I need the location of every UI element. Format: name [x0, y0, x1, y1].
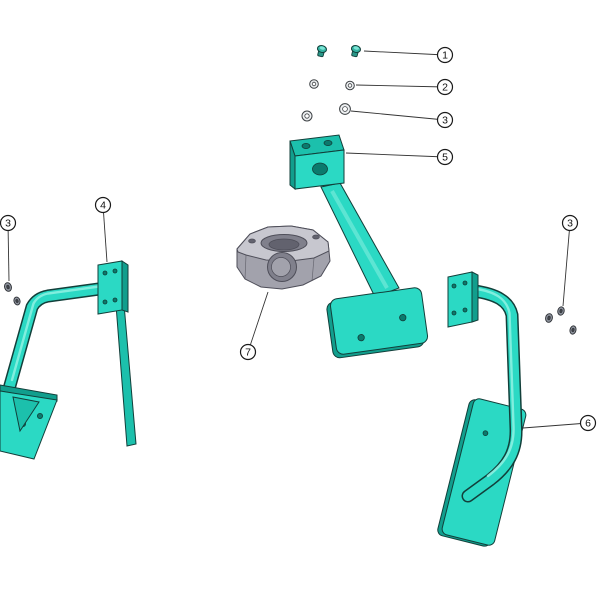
mounting-hole [451, 283, 457, 289]
callout-balloon[interactable] [239, 343, 257, 361]
bracket-pivot-hole [312, 162, 328, 176]
block-edge-line [311, 257, 315, 282]
callout-3[interactable]: 3 [561, 214, 579, 307]
callout-3[interactable]: 3 [350, 110, 454, 129]
washer-hole [559, 308, 563, 314]
mounting-plate [447, 271, 473, 328]
leader-line [102, 204, 108, 263]
callout-number: 7 [245, 347, 251, 359]
callout-number: 1 [442, 50, 448, 62]
callout-balloon[interactable] [436, 78, 454, 96]
callout-2[interactable]: 2 [355, 78, 454, 96]
leader-line [7, 222, 10, 282]
callout-number: 2 [442, 82, 448, 94]
screw-icon [316, 45, 328, 58]
support-block [236, 225, 331, 290]
leader-line [562, 222, 571, 307]
leader-line [522, 422, 589, 429]
block-lug-hole [248, 238, 256, 244]
washer-trio-right [545, 306, 577, 335]
mounting-hole [462, 307, 468, 313]
block-front-recess-inner [271, 257, 291, 277]
washer-small-pair [309, 79, 355, 91]
block-lug-hole [312, 234, 320, 240]
mounting-hole [451, 310, 457, 316]
callout-6[interactable]: 6 [522, 414, 597, 432]
callout-1[interactable]: 1 [363, 46, 454, 64]
washer-hole [6, 284, 10, 290]
callout-balloon[interactable] [436, 148, 454, 166]
callout-number: 4 [100, 200, 106, 212]
mounting-hole [112, 297, 118, 303]
callout-balloon[interactable] [561, 214, 579, 232]
washer-hole [547, 315, 551, 321]
pedal-pad-face [329, 287, 429, 355]
washer-pair-top [301, 103, 351, 122]
pedal-pad [326, 287, 429, 359]
mounting-hole [112, 268, 118, 274]
screw-pair [316, 45, 362, 58]
callout-number: 6 [585, 418, 591, 430]
mounting-plate-side [121, 260, 129, 313]
callout-4[interactable]: 4 [94, 196, 112, 263]
leader-line [355, 84, 446, 88]
callout-number: 3 [567, 218, 573, 230]
pedal-weldment-right [437, 271, 527, 547]
pedal-plate [0, 390, 58, 460]
leader-line [247, 291, 269, 353]
callout-balloon[interactable] [579, 414, 597, 432]
flange-hole [301, 142, 311, 149]
mounting-hole [462, 280, 468, 286]
callout-balloon[interactable] [94, 196, 112, 214]
block-bore [268, 238, 300, 251]
screw-head-highlight [319, 46, 325, 50]
mounting-plate-side [471, 271, 479, 323]
pedal-arm-highlight [330, 190, 389, 289]
washer-hole [342, 106, 348, 112]
callout-number: 3 [5, 218, 11, 230]
screw-icon [350, 45, 362, 58]
washer-hole [311, 81, 317, 87]
washer-hole [571, 328, 575, 332]
callout-number: 3 [442, 115, 448, 127]
washer-hole [347, 83, 353, 88]
flange-hole [323, 139, 333, 146]
leader-line [363, 50, 446, 56]
pad-hole [399, 314, 407, 322]
callout-5[interactable]: 5 [345, 148, 454, 166]
leader-line [345, 152, 446, 158]
pedal-plate [441, 398, 527, 546]
tube-highlight [10, 285, 101, 382]
mounting-hole [102, 299, 108, 305]
mounting-hole [102, 270, 108, 276]
block-edge-line [244, 254, 247, 280]
tube-highlight [472, 287, 515, 478]
pedal-tube [463, 286, 522, 501]
screw-head-highlight [353, 46, 359, 50]
callout-number: 5 [442, 152, 448, 164]
washer-pair-left [4, 282, 21, 306]
gusset [12, 396, 40, 433]
pedal-weldment-center [289, 134, 429, 359]
callout-3[interactable]: 3 [0, 214, 17, 282]
callout-balloon[interactable] [436, 46, 454, 64]
leader-line [350, 110, 446, 121]
pedal-weldment-left [0, 260, 137, 460]
callout-7[interactable]: 7 [239, 291, 269, 361]
washer-hole [15, 299, 19, 303]
pedal-plate-group [437, 398, 527, 547]
mounting-plate [97, 260, 123, 315]
callout-layer: 1 2 3 5 4 3 3 6 7 [0, 46, 597, 432]
washer-hole [304, 113, 310, 119]
strap-bar [115, 303, 137, 447]
pedal-plate-hole [482, 430, 489, 436]
pedal-plate-hole [37, 412, 44, 419]
pad-hole [357, 334, 365, 342]
callout-balloon[interactable] [0, 214, 17, 232]
callout-balloon[interactable] [436, 111, 454, 129]
